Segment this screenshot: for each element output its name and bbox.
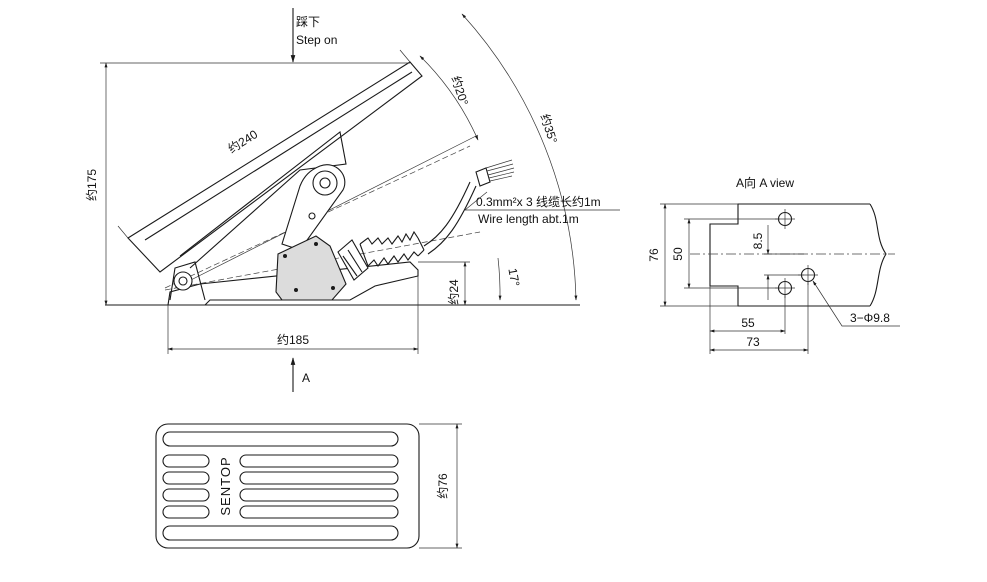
length-ext-a — [117, 225, 129, 239]
pedal-plate — [127, 61, 423, 273]
angle-17-arc — [497, 257, 502, 301]
dim-8-5-label: 8.5 — [751, 232, 765, 249]
slot-left-4 — [162, 505, 210, 519]
a-view-title: A向 A view — [736, 175, 794, 190]
length-ext-b — [399, 49, 411, 63]
open-position-line-17 — [164, 231, 481, 291]
step-on-cn: 踩下 — [296, 15, 320, 29]
slot-right-3 — [239, 488, 399, 502]
slot-left-2 — [162, 471, 210, 485]
side-view: 0.3mm²x 3 线缆长约1m Wire length abt.1m 踩下 S… — [84, 8, 620, 392]
angle-35-arc — [461, 13, 578, 301]
hinge-block — [169, 261, 206, 301]
base-length-label: 约185 — [277, 332, 309, 347]
a-view-break — [869, 203, 887, 307]
cable-gland — [337, 230, 425, 281]
step-on-en: Step on — [296, 33, 337, 47]
angle-20-label: 约20° — [448, 74, 472, 107]
switch-housing — [275, 235, 347, 301]
slot-top — [162, 431, 399, 447]
a-view: A向 A view 76 50 — [647, 175, 900, 354]
top-view: SENTOP 约76 — [155, 423, 462, 549]
angle-35-label: 约35° — [537, 112, 561, 145]
top-width-label: 约76 — [435, 473, 450, 499]
slot-right-2 — [239, 471, 399, 485]
height-dim-label: 约175 — [84, 169, 99, 201]
a-view-outline — [709, 203, 870, 307]
view-a-label: A — [302, 371, 310, 385]
dim-73-label: 73 — [746, 335, 760, 349]
dim-50-label: 50 — [671, 247, 685, 261]
slot-bottom — [162, 525, 399, 541]
cable-lower — [427, 185, 477, 255]
dim-55-label: 55 — [741, 316, 755, 330]
cable-end — [475, 159, 515, 187]
slot-right-1 — [239, 454, 399, 468]
angle-17-label: 17° — [505, 267, 522, 288]
hole-spec-label: 3−Φ9.8 — [850, 311, 890, 325]
wire-spec-cn: 0.3mm²x 3 线缆长约1m — [476, 194, 601, 209]
top-view-outline — [155, 423, 420, 549]
base-height-label: 约24 — [446, 279, 461, 305]
slot-left-3 — [162, 488, 210, 502]
dim-76-label: 76 — [647, 248, 661, 262]
slot-left-1 — [162, 454, 210, 468]
hole-spec-leader — [812, 280, 900, 327]
length-dim-label: 约240 — [225, 126, 260, 156]
wire-spec-en: Wire length abt.1m — [478, 212, 579, 226]
link-arm — [281, 164, 346, 251]
open-position-line-20 — [164, 145, 471, 289]
slot-right-4 — [239, 505, 399, 519]
pedal-bracket — [179, 131, 347, 269]
brand-label: SENTOP — [218, 456, 233, 515]
